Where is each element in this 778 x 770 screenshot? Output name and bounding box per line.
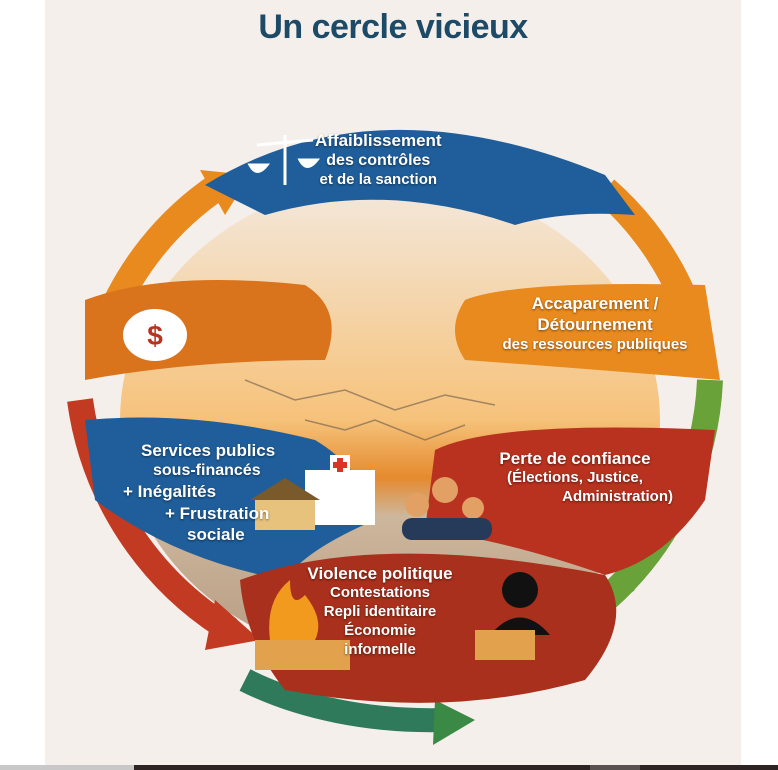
arrow-head-bottom-green — [433, 700, 475, 745]
masked-person-icon — [475, 572, 550, 660]
stage-services-line: sous-financés — [153, 462, 261, 480]
house-icon — [250, 478, 320, 530]
stage-services-line: Services publics — [141, 441, 276, 460]
infographic: $ Un cercle vicieux Affaiblissement des … — [45, 0, 741, 765]
hospital-icon — [305, 455, 375, 525]
stage-weakening-line: et de la sanction — [319, 171, 438, 189]
page-title: Un cercle vicieux — [258, 8, 528, 46]
stage-services: Services publics sous-financés + Inégali… — [115, 440, 315, 545]
cycle-illustration: $ — [67, 129, 723, 745]
stage-capture-line: Accaparement / — [531, 294, 659, 313]
stage-band-red-right — [425, 427, 715, 575]
cracked-earth — [244, 379, 496, 441]
stage-band-orange-right — [455, 284, 720, 380]
stage-capture-line: des ressources publiques — [502, 335, 688, 353]
stage-services-line: sociale — [187, 524, 245, 544]
stage-distrust-line: (Élections, Justice, — [507, 469, 643, 487]
arrow-head-red-left — [205, 600, 260, 650]
stage-weakening-line: des contrôles — [326, 152, 431, 170]
stage-violence-line: informelle — [344, 640, 416, 658]
stage-services-line: + Inégalités — [123, 482, 217, 502]
stage-violence-line: Contestations — [329, 584, 430, 602]
scales-of-justice-icon — [247, 135, 321, 185]
stage-distrust-line: Administration) — [562, 488, 673, 505]
bottom-bar-dark-right — [640, 765, 778, 770]
stage-band-blue-left — [85, 417, 375, 580]
stage-distrust-line: Perte de confiance — [499, 449, 651, 468]
bottom-bar-mid — [590, 765, 640, 770]
stage-weakening-line: Affaiblissement — [315, 131, 442, 150]
stage-capture-line: Détournement — [537, 315, 653, 335]
stage-capture: Accaparement / Détournement des ressourc… — [485, 293, 705, 354]
stage-services-line: + Frustration — [165, 503, 270, 523]
stage-violence: Violence politique Contestations Repli i… — [295, 563, 465, 659]
stage-violence-line: Économie — [344, 621, 416, 639]
stage-band-blue-top — [205, 129, 635, 225]
bottom-bar-light — [0, 765, 134, 770]
stage-weakening: Affaiblissement des contrôles et de la s… — [315, 130, 442, 190]
people-icon — [402, 477, 492, 540]
stage-violence-line: Repli identitaire — [323, 603, 437, 620]
bottom-bar-dark — [134, 765, 590, 770]
ring-arrow-bottom-green — [239, 669, 446, 733]
svg-text:$: $ — [147, 320, 163, 351]
stage-violence-line: Violence politique — [307, 564, 453, 583]
money-bag-icon: $ — [123, 309, 187, 361]
stage-distrust: Perte de confiance (Élections, Justice, … — [465, 448, 685, 507]
fire-icon — [255, 580, 350, 670]
